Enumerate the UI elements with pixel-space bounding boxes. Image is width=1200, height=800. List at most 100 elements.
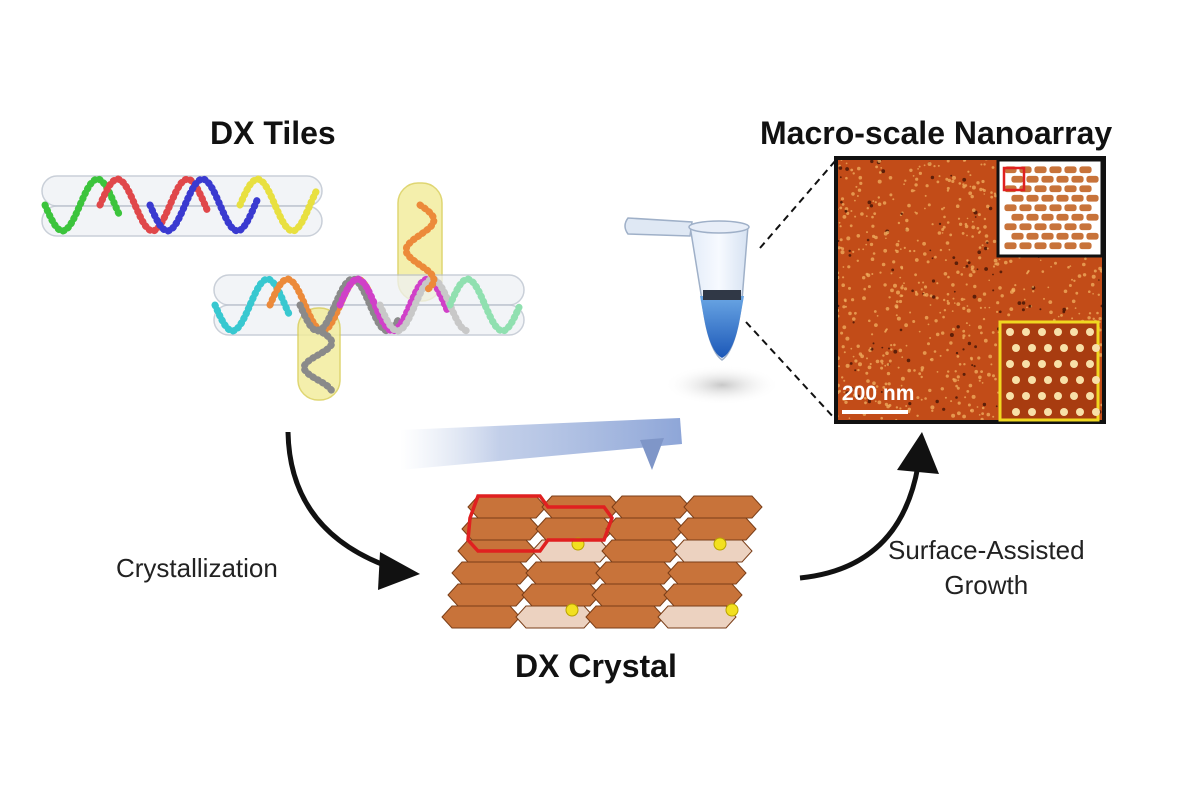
afm-feature: [843, 391, 846, 394]
lattice-cell: [1063, 222, 1078, 231]
afm-feature: [848, 311, 852, 316]
afm-feature: [938, 222, 942, 226]
afm-feature: [958, 197, 962, 201]
afm-feature: [999, 270, 1003, 274]
lattice-cell: [1063, 203, 1078, 212]
afm-feature: [978, 375, 982, 380]
afm-zoom-feature: [1076, 344, 1084, 352]
afm-zoom-feature: [1070, 360, 1078, 368]
afm-feature: [952, 175, 956, 180]
afm-feature: [927, 342, 930, 346]
tube-cap: [624, 217, 693, 237]
afm-feature: [937, 231, 942, 235]
afm-feature: [999, 310, 1002, 314]
afm-feature: [971, 185, 976, 190]
afm-feature: [978, 246, 982, 249]
afm-feature: [882, 386, 886, 389]
lattice-cell: [1010, 213, 1025, 222]
afm-feature: [877, 159, 882, 163]
afm-feature: [957, 379, 960, 382]
afm-feature: [923, 285, 928, 289]
afm-feature: [1092, 293, 1094, 295]
afm-feature: [938, 175, 941, 178]
afm-feature: [898, 390, 902, 393]
afm-feature: [864, 397, 867, 400]
afm-feature: [976, 226, 980, 230]
afm-feature: [981, 244, 984, 247]
dna-strand: [402, 201, 438, 293]
afm-feature: [950, 174, 953, 177]
lattice-cell: [1070, 194, 1085, 203]
afm-feature: [993, 258, 998, 263]
afm-feature: [966, 308, 971, 313]
afm-feature: [892, 198, 895, 201]
afm-feature: [992, 273, 994, 276]
afm-feature: [872, 342, 875, 345]
afm-feature: [935, 399, 939, 404]
crystal-tile: [585, 605, 665, 629]
growth-label-line1: Surface-Assisted: [888, 535, 1085, 565]
afm-feature: [842, 305, 846, 309]
afm-feature: [872, 252, 876, 255]
afm-feature: [885, 237, 887, 240]
afm-feature: [986, 247, 989, 250]
afm-feature: [860, 212, 864, 216]
afm-feature: [931, 279, 936, 283]
afm-feature: [960, 273, 964, 276]
afm-feature: [865, 215, 868, 218]
afm-feature: [1021, 301, 1026, 305]
dx-crystal-title: DX Crystal: [515, 648, 677, 684]
zoom-line-top: [759, 159, 837, 249]
binder-particle: [725, 603, 739, 617]
afm-feature: [947, 370, 950, 373]
dna-strand: [96, 175, 212, 235]
afm-feature: [910, 396, 913, 399]
afm-feature: [942, 407, 946, 411]
afm-feature: [905, 218, 909, 223]
afm-feature: [971, 235, 974, 238]
lattice-cell: [1063, 184, 1078, 193]
afm-feature: [887, 382, 891, 386]
afm-feature: [880, 167, 883, 169]
afm-zoom-feature: [1054, 392, 1062, 400]
afm-feature: [977, 250, 981, 254]
afm-feature: [924, 194, 927, 197]
afm-zoom-feature: [1076, 376, 1084, 384]
afm-feature: [933, 165, 936, 168]
afm-feature: [978, 379, 981, 382]
afm-feature: [1062, 307, 1066, 312]
afm-feature: [930, 405, 935, 410]
afm-feature: [881, 362, 884, 365]
afm-feature: [929, 249, 932, 252]
crystal-tile: [673, 539, 753, 563]
afm-feature: [954, 261, 959, 266]
afm-feature: [1049, 310, 1053, 315]
afm-feature: [913, 249, 916, 253]
afm-feature: [962, 334, 966, 338]
afm-feature: [917, 281, 921, 284]
afm-feature: [992, 415, 995, 418]
afm-feature: [885, 351, 889, 356]
afm-feature: [946, 186, 950, 190]
afm-feature: [927, 162, 932, 166]
afm-feature: [936, 180, 940, 184]
afm-feature: [866, 379, 870, 383]
afm-zoom-feature: [1086, 360, 1094, 368]
afm-feature: [848, 286, 851, 290]
afm-feature: [990, 195, 994, 199]
afm-feature: [1099, 321, 1101, 323]
afm-feature: [962, 336, 965, 340]
afm-feature: [1075, 291, 1079, 295]
afm-feature: [874, 400, 877, 403]
afm-feature: [854, 199, 856, 202]
afm-feature: [998, 258, 1001, 261]
afm-feature: [941, 207, 944, 211]
afm-feature: [929, 294, 933, 298]
afm-feature: [843, 351, 846, 354]
afm-feature: [970, 408, 974, 413]
afm-feature: [868, 319, 871, 323]
afm-feature: [862, 296, 866, 301]
afm-feature: [1011, 288, 1014, 291]
afm-zoom-feature: [1054, 360, 1062, 368]
lattice-cell: [1085, 175, 1100, 184]
